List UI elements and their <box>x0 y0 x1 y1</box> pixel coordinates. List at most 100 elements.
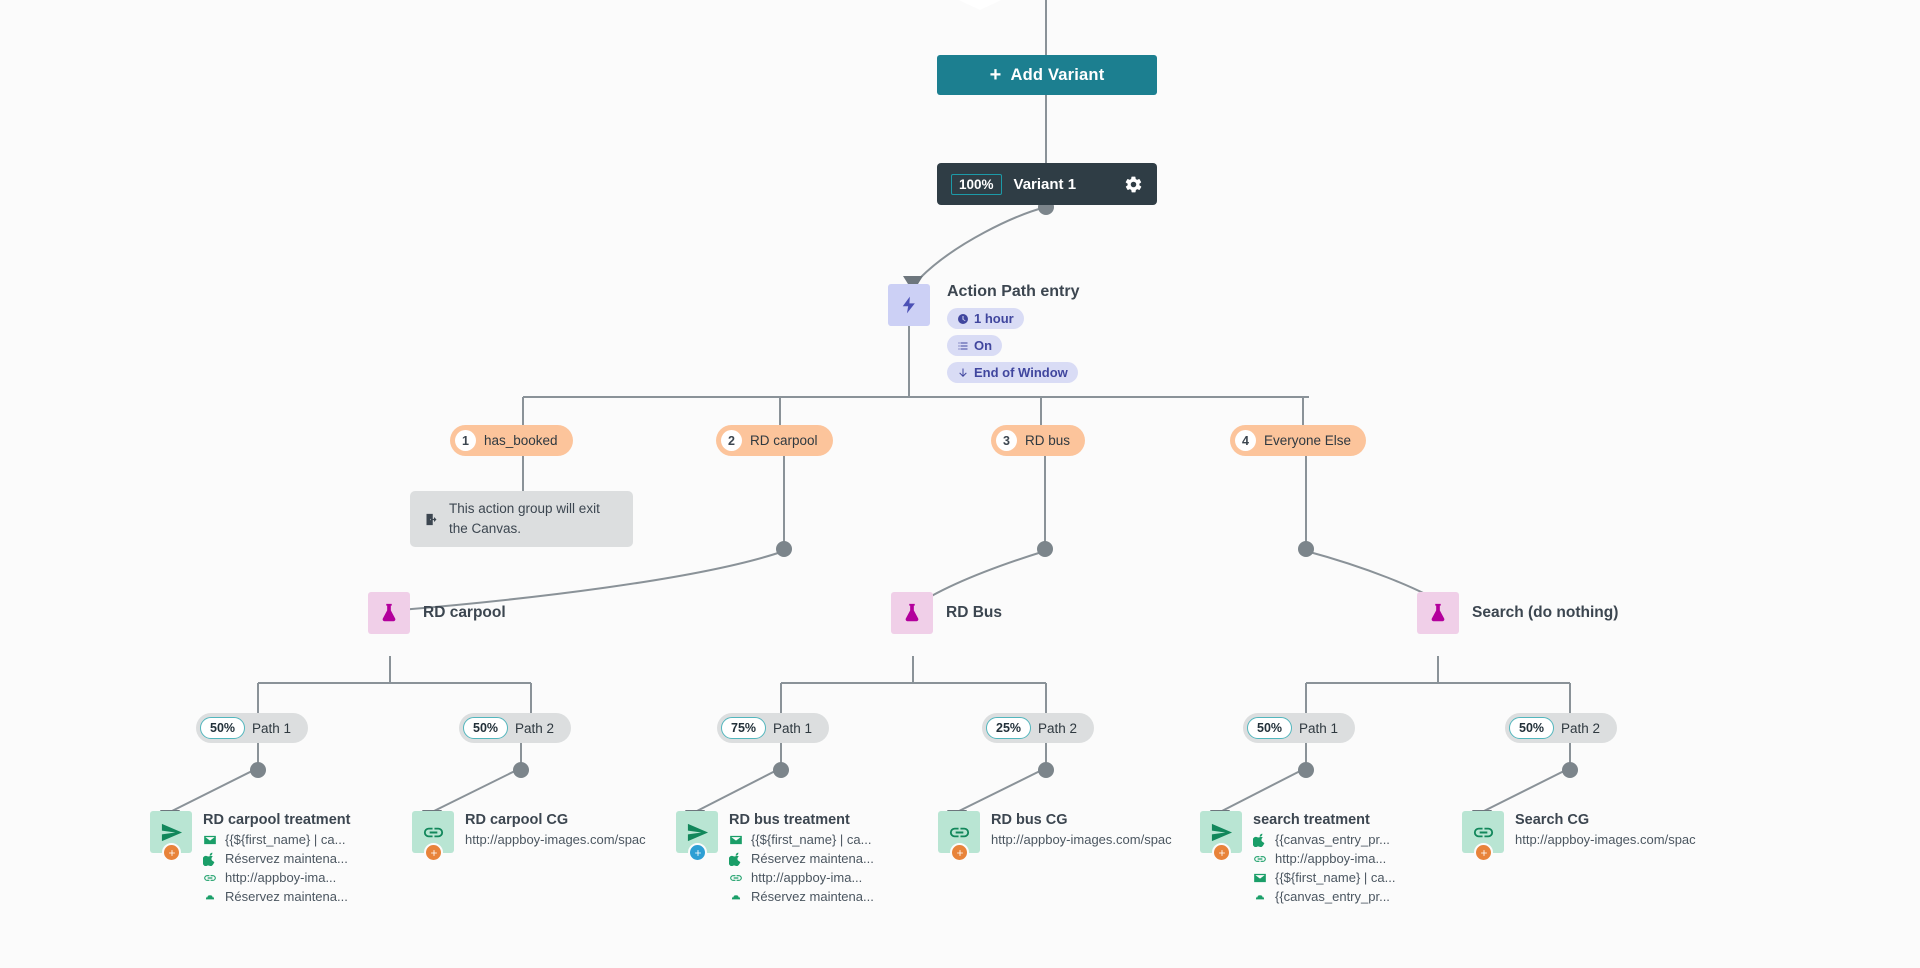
message-row: {{canvas_entry_pr... <box>1253 889 1395 904</box>
branch-pill-2[interactable]: 2 RD carpool <box>716 425 833 456</box>
message-badge-wrap <box>412 811 454 862</box>
plus-badge-icon <box>950 843 969 862</box>
experiment-node-rd-bus[interactable]: RD Bus <box>891 592 1002 634</box>
path-pill-bus-2[interactable]: 25% Path 2 <box>982 713 1095 743</box>
send-icon <box>161 823 182 841</box>
path-pill-search-1[interactable]: 50% Path 1 <box>1243 713 1356 743</box>
experiment-node-search[interactable]: Search (do nothing) <box>1417 592 1618 634</box>
path-pill-carpool-2[interactable]: 50% Path 2 <box>459 713 572 743</box>
apple-icon <box>1253 833 1265 847</box>
path-percent: 25% <box>986 717 1032 739</box>
message-url-text: http://appboy-images.com/spac <box>1515 832 1696 847</box>
path-label: Path 2 <box>515 720 555 736</box>
android-icon <box>205 892 215 899</box>
message-node-search-cg[interactable]: Search CG http://appboy-images.com/spac <box>1462 811 1696 862</box>
message-row-text: {{${first_name} | ca... <box>225 832 346 847</box>
experiment-node-rd-carpool[interactable]: RD carpool <box>368 592 506 634</box>
message-row-text: Réservez maintena... <box>225 851 348 866</box>
plus-icon <box>168 849 175 856</box>
plus-badge-icon <box>1212 843 1231 862</box>
path-pill-search-2[interactable]: 50% Path 2 <box>1505 713 1618 743</box>
experiment-label: RD Bus <box>946 604 1002 621</box>
exit-canvas-note-text: This action group will exit the Canvas. <box>449 501 600 536</box>
path-label: Path 1 <box>773 720 813 736</box>
branch-pill-3[interactable]: 3 RD bus <box>991 425 1086 456</box>
path-label: Path 2 <box>1561 720 1601 736</box>
message-title: RD carpool treatment <box>203 812 351 828</box>
android-icon <box>731 892 741 899</box>
send-icon <box>1211 823 1232 841</box>
message-row: Réservez maintena... <box>729 889 874 904</box>
flask-icon <box>1431 603 1445 622</box>
message-row-text: http://appboy-ima... <box>751 870 863 885</box>
experiment-label: RD carpool <box>423 604 506 621</box>
path-pill-carpool-1[interactable]: 50% Path 1 <box>196 713 309 743</box>
flask-icon-box <box>1417 592 1459 634</box>
exit-door-icon <box>426 513 437 525</box>
apple-icon <box>203 852 215 866</box>
action-path-entry-icon-box[interactable] <box>888 284 930 326</box>
variant-name-label: Variant 1 <box>1013 175 1077 193</box>
link-icon <box>1473 827 1493 837</box>
branch-label: has_booked <box>484 433 558 448</box>
message-badge-wrap <box>1200 811 1242 862</box>
message-row-text: Réservez maintena... <box>751 889 874 904</box>
branch-pill-4[interactable]: 4 Everyone Else <box>1230 425 1367 456</box>
message-url-text: http://appboy-images.com/spac <box>991 832 1172 847</box>
path-percent: 50% <box>1247 717 1293 739</box>
plus-icon <box>1480 849 1487 856</box>
gear-icon[interactable] <box>1124 175 1143 194</box>
message-node-rd-bus-cg[interactable]: RD bus CG http://appboy-images.com/spac <box>938 811 1172 862</box>
branch-label: Everyone Else <box>1264 433 1352 448</box>
message-badge-wrap <box>676 811 718 862</box>
chip-duration-label: 1 hour <box>974 311 1014 326</box>
send-icon <box>687 823 708 841</box>
plus-badge-icon <box>1474 843 1493 862</box>
message-node-rd-carpool-cg[interactable]: RD carpool CG http://appboy-images.com/s… <box>412 811 646 862</box>
branch-number: 2 <box>721 430 742 451</box>
lightning-icon <box>902 296 915 314</box>
variant-node[interactable]: 100% Variant 1 <box>937 163 1157 205</box>
top-decoration <box>870 0 1090 10</box>
link-icon <box>423 827 443 837</box>
add-variant-button[interactable]: + Add Variant <box>937 55 1157 95</box>
message-node-rd-bus-treatment[interactable]: RD bus treatment {{${first_name} | ca...… <box>676 811 874 908</box>
chip-window-label: End of Window <box>974 365 1068 380</box>
message-title: RD carpool CG <box>465 812 569 828</box>
message-row: {{${first_name} | ca... <box>203 832 350 847</box>
message-row: http://appboy-ima... <box>1253 851 1395 866</box>
link-icon <box>1254 855 1266 862</box>
message-row-text: {{canvas_entry_pr... <box>1275 889 1390 904</box>
message-body: RD carpool treatment {{${first_name} | c… <box>203 811 350 908</box>
flask-icon <box>382 603 396 622</box>
android-icon <box>1255 892 1265 899</box>
path-label: Path 1 <box>1299 720 1339 736</box>
message-row-text: Réservez maintena... <box>751 851 874 866</box>
message-row: Réservez maintena... <box>203 889 350 904</box>
experiment-label: Search (do nothing) <box>1472 604 1619 621</box>
message-row-text: http://appboy-ima... <box>225 870 337 885</box>
message-title: RD bus CG <box>991 812 1068 828</box>
path-pill-bus-1[interactable]: 75% Path 1 <box>717 713 830 743</box>
chip-window[interactable]: End of Window <box>947 362 1078 383</box>
path-percent: 75% <box>721 717 767 739</box>
message-row: http://appboy-ima... <box>729 870 874 885</box>
message-row: {{canvas_entry_pr... <box>1253 832 1395 847</box>
chip-status[interactable]: On <box>947 335 1003 356</box>
plus-badge-icon <box>688 843 707 862</box>
apple-icon <box>729 852 741 866</box>
plus-icon <box>956 849 963 856</box>
clock-icon <box>958 313 968 324</box>
variant-percent-badge: 100% <box>951 173 1002 195</box>
link-icon <box>730 874 742 881</box>
exit-canvas-note[interactable]: This action group will exit the Canvas. <box>410 491 633 547</box>
message-row: http://appboy-ima... <box>203 870 350 885</box>
message-node-rd-carpool-treatment[interactable]: RD carpool treatment {{${first_name} | c… <box>150 811 350 908</box>
chip-duration[interactable]: 1 hour <box>947 308 1024 329</box>
message-row: {{${first_name} | ca... <box>729 832 874 847</box>
envelope-icon <box>1254 873 1266 882</box>
message-badge-wrap <box>938 811 980 862</box>
branch-pill-1[interactable]: 1 has_booked <box>450 425 573 456</box>
message-node-search-treatment[interactable]: search treatment {{canvas_entry_pr... ht… <box>1200 811 1395 908</box>
